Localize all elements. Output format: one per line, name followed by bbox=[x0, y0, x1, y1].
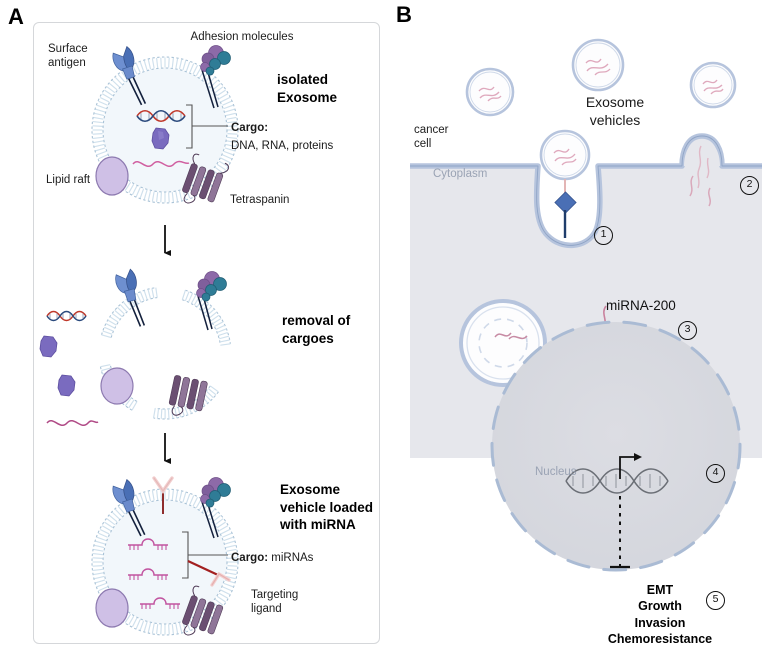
cargo-items-1: DNA, RNA, proteins bbox=[231, 140, 334, 152]
cargo-items-3: miRNAs bbox=[268, 552, 314, 564]
cargo-protein bbox=[151, 127, 170, 150]
mirna-hairpin-1 bbox=[128, 538, 168, 550]
label-surface-antigen: Surface antigen bbox=[48, 43, 88, 70]
surface-antigen-free bbox=[115, 268, 146, 327]
panel-letter-b: B bbox=[396, 2, 412, 27]
cargo-callout-1: Cargo: DNA, RNA, proteins bbox=[231, 118, 333, 154]
adhesion-molecule-free bbox=[196, 271, 227, 331]
stage-label-loaded-exosome: Exosome vehicle loaded with miRNA bbox=[280, 482, 374, 533]
cargo-title-3: Cargo: bbox=[231, 552, 269, 564]
cargo-dna bbox=[136, 109, 186, 123]
antibody-top bbox=[152, 476, 174, 514]
label-exosome-vehicles: Exosome vehicles bbox=[585, 94, 645, 129]
free-rna bbox=[46, 420, 99, 426]
inhibition-arrow bbox=[610, 496, 630, 569]
stage-label-removal-of-cargoes: removal of cargoes bbox=[282, 313, 351, 346]
mirna-hairpin-3 bbox=[140, 597, 180, 609]
stage-label-isolated-exosome: isolated Exosome bbox=[277, 72, 338, 105]
exosome-vesicle-2 bbox=[571, 38, 625, 92]
step-marker-3: 3 bbox=[678, 321, 697, 340]
label-targeting-ligand: Targeting ligand bbox=[251, 589, 299, 616]
cargo-title-1: Cargo: bbox=[231, 122, 269, 134]
label-cancer-cell: cancer cell bbox=[414, 124, 449, 151]
label-mirna-200: miRNA-200 bbox=[606, 298, 676, 313]
label-tetraspanin: Tetraspanin bbox=[230, 194, 290, 206]
outcome-emt: EMT bbox=[646, 583, 674, 597]
mirna-hairpin-2 bbox=[128, 568, 168, 580]
panel-a-graphics bbox=[39, 45, 239, 636]
outcome-list: EMT Growth Invasion Chemoresistance bbox=[560, 582, 760, 647]
cargo-bracket-1 bbox=[186, 104, 228, 149]
lipid-raft-loaded bbox=[95, 588, 129, 628]
free-protein-1 bbox=[39, 335, 58, 358]
label-nucleus: Nucleus bbox=[535, 466, 577, 478]
surface-antigen-loaded bbox=[112, 479, 146, 537]
exosome-vesicle-endocytosed bbox=[539, 129, 591, 181]
lipid-raft-free bbox=[100, 367, 134, 405]
label-lipid-raft: Lipid raft bbox=[46, 174, 91, 186]
free-dna bbox=[46, 310, 87, 322]
step-marker-2: 2 bbox=[740, 176, 759, 195]
exosome-vesicle-1 bbox=[465, 67, 515, 117]
tetraspanin-free bbox=[168, 375, 208, 416]
step-marker-1: 1 bbox=[594, 226, 613, 245]
tetraspanin bbox=[182, 153, 230, 204]
exosome-vesicle-3 bbox=[689, 61, 737, 109]
free-protein-2 bbox=[57, 374, 76, 397]
surface-antigen bbox=[112, 46, 147, 106]
outcome-invasion: Invasion bbox=[634, 615, 686, 630]
cargo-rna bbox=[132, 160, 190, 167]
tetraspanin-loaded bbox=[182, 585, 224, 636]
lipid-raft bbox=[95, 156, 129, 196]
adhesion-molecule bbox=[200, 45, 231, 109]
cargo-bracket-3 bbox=[182, 531, 228, 579]
bud-mirna bbox=[697, 145, 710, 189]
released-mirna-bud bbox=[689, 175, 712, 207]
receptor-complex bbox=[554, 179, 577, 238]
step-marker-4: 4 bbox=[706, 464, 725, 483]
panel-letter-a: A bbox=[8, 4, 24, 29]
panel-b-graphics bbox=[410, 38, 762, 572]
outcome-chemoresistance: Chemoresistance bbox=[607, 631, 713, 646]
outcome-growth: Growth bbox=[638, 599, 682, 614]
cargo-callout-3: Cargo: miRNAs bbox=[231, 548, 313, 566]
label-cytoplasm: Cytoplasm bbox=[433, 168, 488, 180]
step-marker-5: 5 bbox=[706, 591, 725, 610]
nucleus bbox=[490, 320, 742, 572]
panel-b-stage: cancer cell Cytoplasm Exosome vehicles m… bbox=[410, 18, 762, 610]
label-adhesion-molecules: Adhesion molecules bbox=[190, 31, 294, 43]
targeting-ligand bbox=[187, 560, 231, 587]
adhesion-molecule-loaded bbox=[200, 477, 231, 539]
dna-helix bbox=[565, 453, 669, 494]
